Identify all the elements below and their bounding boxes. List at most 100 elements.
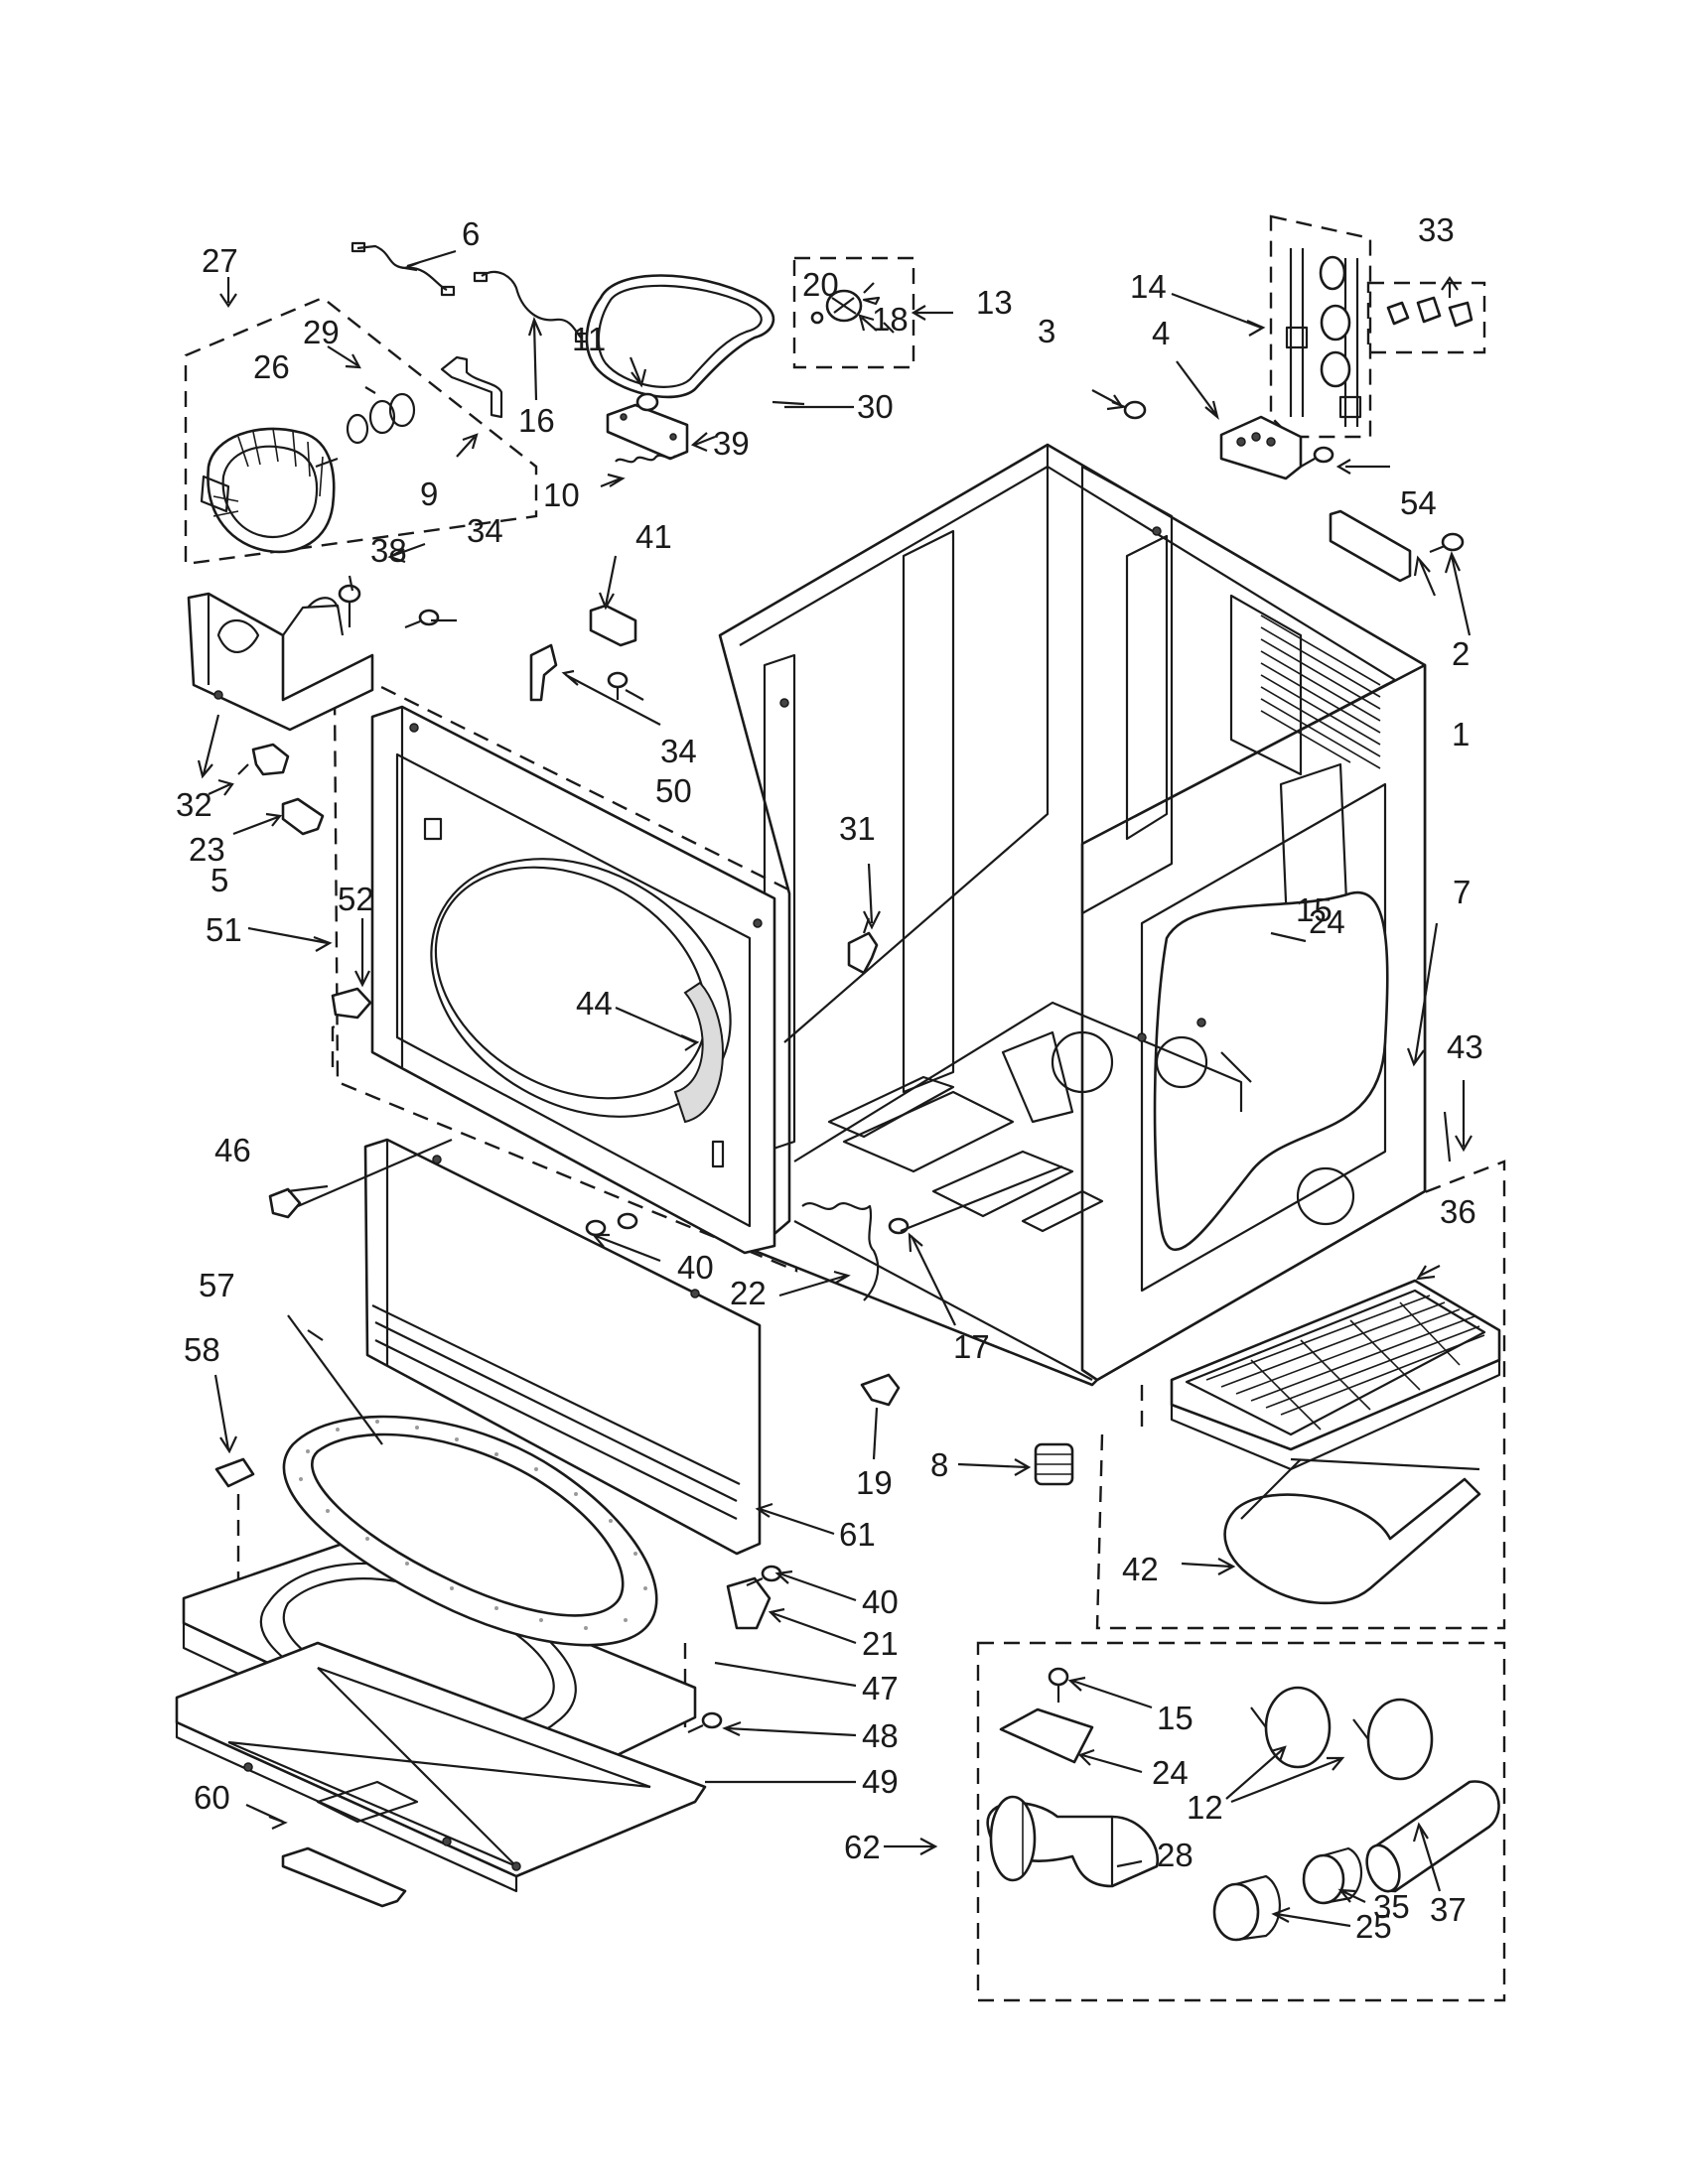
callout-29: 29 xyxy=(303,314,340,350)
control-knobs xyxy=(1386,296,1474,328)
motor-fins xyxy=(212,428,324,517)
lint-housing xyxy=(1223,1457,1481,1605)
callout-12: 12 xyxy=(1187,1789,1223,1826)
callout-43: 43 xyxy=(1447,1028,1483,1065)
side-insulation xyxy=(1153,890,1389,1252)
motor-strap xyxy=(440,355,503,419)
callout-58: 58 xyxy=(184,1331,220,1368)
callout-28: 28 xyxy=(1157,1837,1193,1873)
callout-22: 22 xyxy=(730,1275,767,1311)
callout-5: 5 xyxy=(210,862,228,898)
clip-58 xyxy=(214,1457,255,1488)
motor-group-box xyxy=(184,296,538,566)
screw-48 xyxy=(687,1711,723,1733)
callout-57: 57 xyxy=(199,1267,235,1303)
callout-48: 48 xyxy=(862,1717,899,1754)
callout-2: 2 xyxy=(1452,635,1470,672)
bracket-19 xyxy=(860,1373,901,1407)
knob-group-box xyxy=(1366,281,1486,354)
callout-10: 10 xyxy=(543,477,580,513)
screw-34-lower xyxy=(607,671,629,700)
screw-54 xyxy=(1300,446,1334,468)
callout-18: 18 xyxy=(872,301,909,338)
callout-33: 33 xyxy=(1418,211,1455,248)
callout-27: 27 xyxy=(202,242,238,279)
idler-spring xyxy=(615,454,676,464)
screws-40-upper xyxy=(585,1212,638,1237)
door-strike xyxy=(726,1576,772,1630)
cover-plate xyxy=(1329,509,1412,583)
screw-17 xyxy=(888,1217,910,1235)
idler-pulley xyxy=(810,289,881,325)
callout-31: 31 xyxy=(839,810,876,847)
seal-texture xyxy=(299,1420,647,1630)
callout-36: 36 xyxy=(1440,1193,1476,1230)
callout-44: 44 xyxy=(576,985,613,1022)
callout-40a: 40 xyxy=(677,1249,714,1286)
leader-lines xyxy=(197,249,1473,1928)
motor xyxy=(200,392,416,554)
switch-bracket xyxy=(529,643,558,702)
callout-16: 16 xyxy=(518,402,555,439)
motor-mount xyxy=(187,592,374,732)
exhaust-parts xyxy=(986,1667,1500,1942)
callout-35: 35 xyxy=(1373,1888,1410,1925)
door-switch xyxy=(589,604,637,647)
rear-vents xyxy=(1260,614,1381,769)
callout-38: 38 xyxy=(370,532,407,569)
clip-46 xyxy=(268,1187,302,1219)
control-switches xyxy=(1285,248,1362,427)
callout-15a: 15 xyxy=(1296,891,1333,928)
callout-37: 37 xyxy=(1430,1891,1467,1928)
callout-15b: 15 xyxy=(1157,1700,1193,1736)
front-panel xyxy=(370,705,776,1255)
wire-harness-6 xyxy=(356,244,448,292)
callout-60: 60 xyxy=(194,1779,230,1816)
callout-21: 21 xyxy=(862,1625,899,1662)
lint-screen-mesh xyxy=(1205,1295,1485,1431)
callout-61: 61 xyxy=(839,1516,876,1553)
idler-bracket xyxy=(606,392,689,461)
callout-42: 42 xyxy=(1122,1551,1159,1587)
callout-14: 14 xyxy=(1130,268,1167,305)
callout-52: 52 xyxy=(338,881,374,917)
callout-50: 50 xyxy=(655,772,692,809)
bolt-34-upper xyxy=(404,609,440,629)
screw-2 xyxy=(1429,532,1465,554)
callout-54: 54 xyxy=(1400,484,1437,521)
callout-24a: 24 xyxy=(1309,903,1345,940)
callout-1: 1 xyxy=(1452,716,1470,752)
screw-40-lower xyxy=(746,1565,782,1587)
callout-51: 51 xyxy=(206,911,242,948)
hinge-52 xyxy=(331,987,372,1020)
door-handle xyxy=(281,1846,407,1908)
callout-17: 17 xyxy=(953,1328,990,1365)
callout-34a: 34 xyxy=(467,512,503,549)
exhaust-group-box xyxy=(976,1641,1506,2002)
callout-4: 4 xyxy=(1152,315,1170,351)
callout-19: 19 xyxy=(856,1464,893,1501)
door-seal xyxy=(282,1415,658,1647)
callout-11: 11 xyxy=(572,321,606,357)
callout-7: 7 xyxy=(1453,874,1471,910)
callout-3: 3 xyxy=(1038,313,1055,349)
callout-39: 39 xyxy=(713,425,750,462)
callout-labels: 1 2 3 4 5 6 7 8 9 10 11 12 13 14 15 15 1… xyxy=(176,211,1483,1945)
callout-47: 47 xyxy=(862,1670,899,1706)
bolt-38 xyxy=(338,584,361,627)
toe-panel xyxy=(363,1138,762,1556)
callout-49: 49 xyxy=(862,1763,899,1800)
callout-41: 41 xyxy=(635,518,672,555)
door-latch xyxy=(847,931,879,975)
terminal-block xyxy=(1219,415,1303,480)
lint-filter-group-box xyxy=(1095,1160,1506,1630)
door-spring xyxy=(801,1202,880,1301)
callout-34b: 34 xyxy=(660,733,697,769)
callout-9: 9 xyxy=(420,476,438,512)
callout-25: 25 xyxy=(1355,1908,1392,1945)
callout-32: 32 xyxy=(176,786,212,823)
door-opening xyxy=(434,866,708,1100)
callout-40b: 40 xyxy=(862,1583,899,1620)
idler-group-box xyxy=(792,256,915,369)
